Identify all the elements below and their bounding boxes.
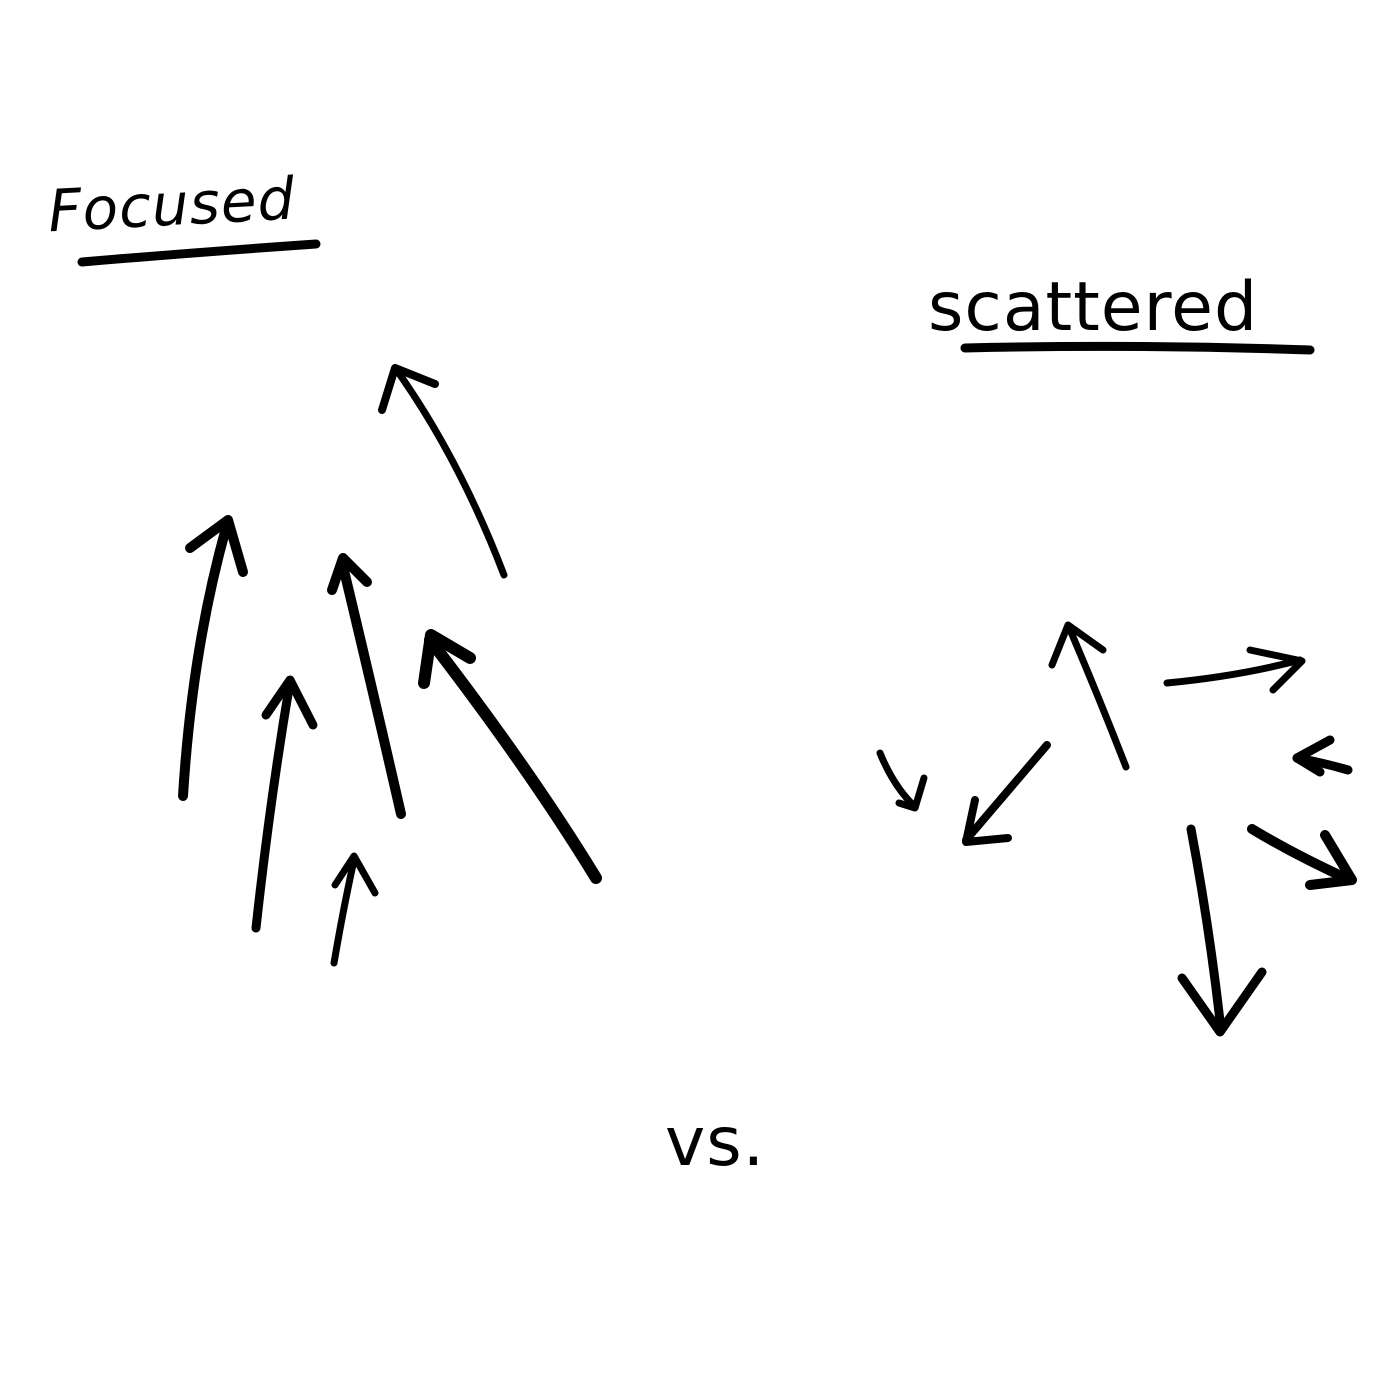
arrow-icon bbox=[962, 741, 1051, 846]
arrow-icon bbox=[251, 675, 318, 933]
scattered-underline bbox=[960, 341, 1315, 355]
arrow-icon bbox=[330, 852, 379, 967]
arrow-icon bbox=[1177, 824, 1267, 1037]
focused-underline bbox=[77, 239, 321, 267]
scattered-label-group: scattered bbox=[928, 268, 1315, 355]
arrow-icon bbox=[1163, 646, 1306, 694]
arrow-icon bbox=[327, 553, 406, 819]
focused-label-group: Focused bbox=[46, 164, 321, 267]
arrow-icon bbox=[1247, 824, 1357, 890]
arrow-icon bbox=[1292, 735, 1353, 777]
arrow-icon bbox=[1048, 621, 1130, 771]
focused-arrows bbox=[178, 364, 602, 967]
vs-label: vs. bbox=[665, 1103, 765, 1182]
arrow-icon bbox=[876, 749, 928, 812]
scattered-arrows bbox=[876, 621, 1357, 1037]
arrow-icon bbox=[418, 629, 602, 884]
arrow-icon bbox=[178, 515, 248, 801]
arrow-icon bbox=[378, 364, 508, 579]
scattered-label: scattered bbox=[928, 268, 1258, 347]
focused-label: Focused bbox=[46, 164, 297, 245]
